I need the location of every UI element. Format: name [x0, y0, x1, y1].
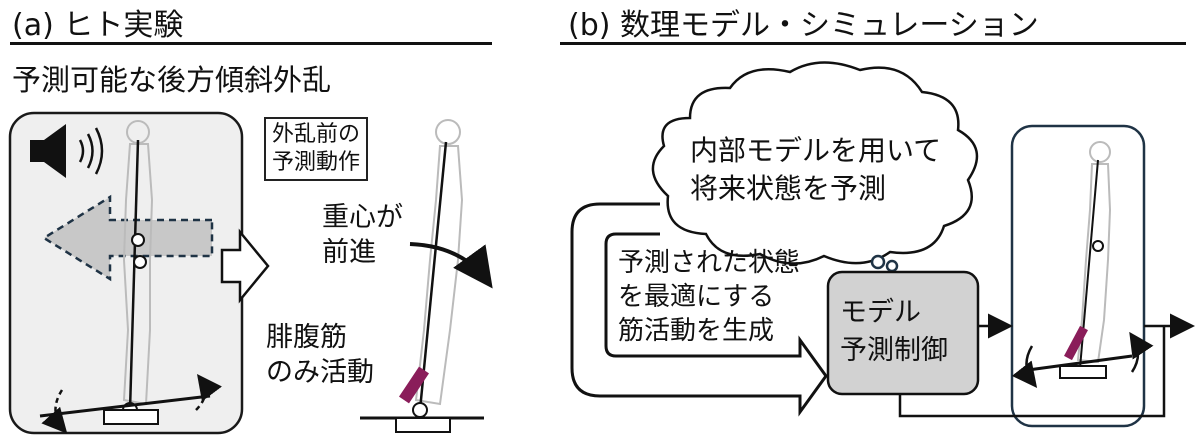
- muscle-label: 腓腹筋 のみ活動: [266, 322, 374, 388]
- controller-label: モデル 予測制御: [840, 297, 948, 366]
- feedback-loop-arrow: [570, 202, 828, 417]
- rotation-arrow-icon: [1129, 331, 1154, 373]
- backward-arrow-icon: [41, 194, 214, 282]
- panel-a-rule: [10, 42, 492, 45]
- pre-disturbance-box: 外乱前の 予測動作: [264, 117, 369, 181]
- rotation-arrow-icon: [41, 389, 68, 434]
- flow-arrow: [220, 228, 270, 304]
- prediction-cloud: [651, 61, 979, 265]
- rotation-arrow-icon: [195, 373, 222, 411]
- controller-box: [826, 270, 980, 396]
- panel-a-subtitle: 予測可能な後方傾斜外乱: [12, 63, 332, 97]
- muscle-bar: [399, 366, 429, 404]
- muscle-bar: [1064, 325, 1088, 361]
- loop-text: 予測された状態 を最適にする 筋活動を生成: [618, 248, 801, 346]
- simulation-panel: [1010, 124, 1146, 428]
- box-line-1: 外乱前の: [272, 122, 361, 147]
- sound-wave-icon: [78, 127, 104, 175]
- panel-a-title: (a) ヒト実験: [12, 8, 184, 43]
- cloud-text: 内部モデルを用いて 将来状態を予測: [690, 134, 942, 205]
- com-arrow: [409, 242, 493, 289]
- speaker-icon: [30, 124, 66, 178]
- panel-b-rule: [560, 42, 1186, 45]
- com-label: 重心が 前進: [322, 202, 403, 268]
- state-feedback-line: [898, 326, 1166, 418]
- rotation-arrow-icon: [1011, 345, 1038, 388]
- human-figure-icon: [414, 119, 464, 406]
- panel-b-title: (b) 数理モデル・シミュレーション: [568, 8, 1039, 43]
- box-line-2: 予測動作: [272, 150, 361, 175]
